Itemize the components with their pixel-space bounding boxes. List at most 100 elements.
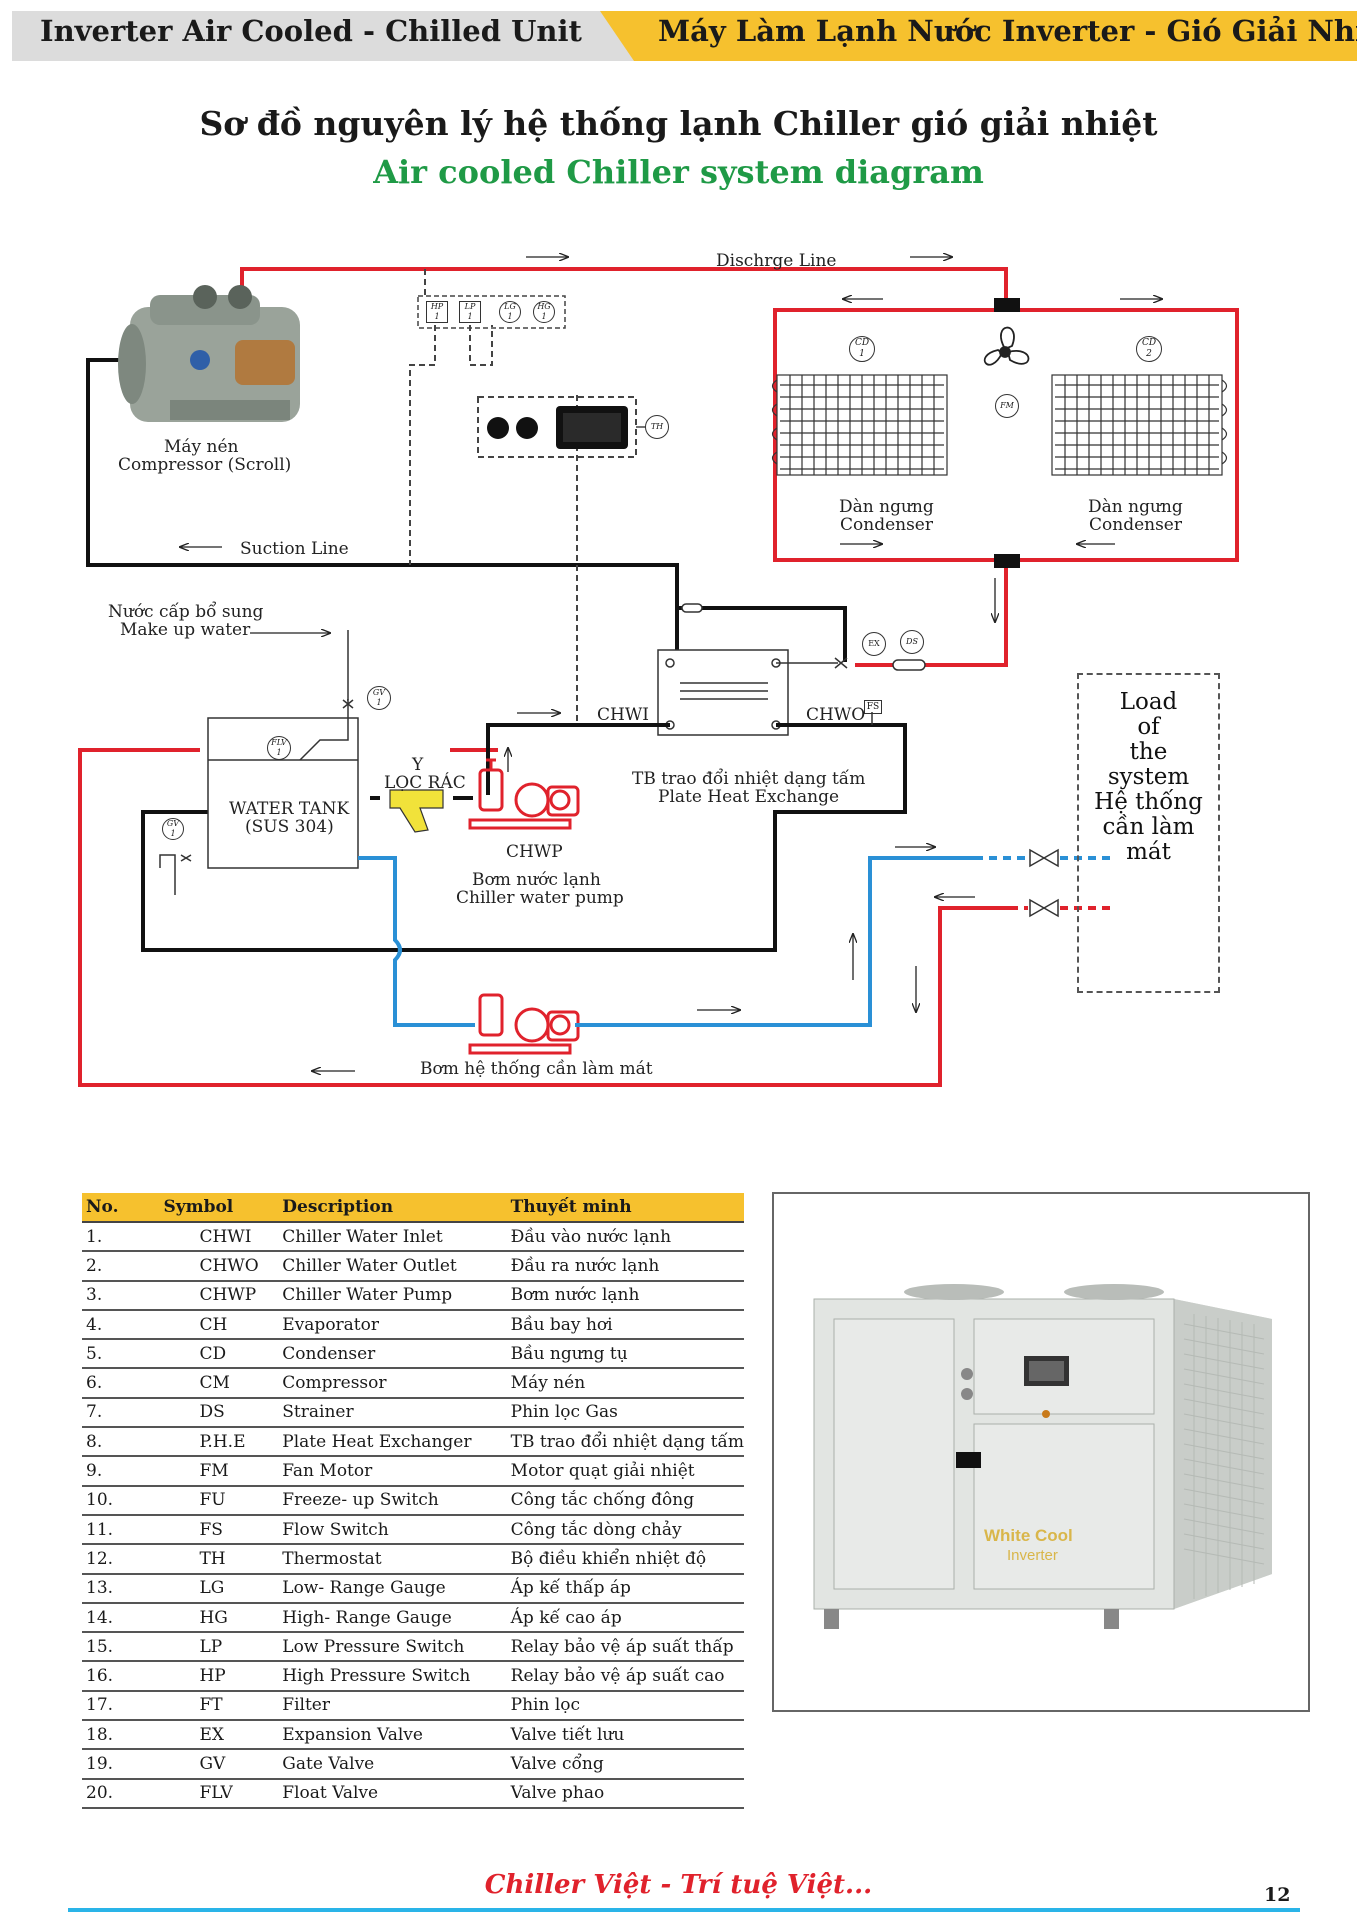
- legend-thuyet-minh: Bộ điều khiển nhiệt độ: [506, 1544, 744, 1575]
- condenser-coil-1: [771, 374, 948, 476]
- legend-no: 8.: [82, 1427, 160, 1458]
- legend-thuyet-minh: Phin lọc: [506, 1690, 744, 1722]
- legend-description: Low Pressure Switch: [278, 1632, 507, 1663]
- chwp-label-en: Chiller water pump: [456, 888, 624, 908]
- legend-description: Evaporator: [278, 1309, 507, 1341]
- expansion-valve-graphic: [681, 603, 926, 671]
- legend-symbol: CHWP: [159, 1280, 279, 1311]
- legend-thuyet-minh: Valve cổng: [506, 1749, 744, 1780]
- gauge-connections: [409, 269, 578, 725]
- header-right-title: Máy Làm Lạnh Nước Inverter - Gió Giải Nh…: [658, 14, 1357, 48]
- load-system-label: Load of the system Hệ thống cần làm mát: [1094, 689, 1203, 865]
- product-photo-frame: White Cool Inverter: [772, 1192, 1310, 1712]
- legend-no: 3.: [82, 1280, 160, 1311]
- legend-description: Thermostat: [278, 1544, 507, 1575]
- legend-description: Filter: [278, 1690, 507, 1722]
- page-title-vn: Sơ đồ nguyên lý hệ thống lạnh Chiller gi…: [199, 104, 1158, 143]
- gate-valve-supply: [1029, 848, 1059, 868]
- gauge-group-box: [417, 295, 566, 329]
- col-thuyet-minh: Thuyết minh: [506, 1193, 744, 1223]
- legend-symbol: FT: [159, 1690, 279, 1722]
- condenser-2-label-en: Condenser: [1089, 515, 1182, 535]
- legend-no: 7.: [82, 1397, 160, 1429]
- strainer-label: LỌC RÁC: [384, 773, 466, 793]
- legend-no: 20.: [82, 1778, 160, 1809]
- legend-symbol: TH: [159, 1544, 279, 1575]
- legend-no: 14.: [82, 1602, 160, 1634]
- legend-no: 2.: [82, 1251, 160, 1282]
- suction-line-label: Suction Line: [240, 539, 349, 559]
- legend-table: No. Symbol Description Thuyết minh 1. CHW…: [82, 1193, 744, 1809]
- page-number: 12: [1264, 1884, 1291, 1906]
- thermostat-panel: [477, 396, 637, 458]
- legend-no: 10.: [82, 1485, 160, 1516]
- condenser-coil-2: [1051, 374, 1228, 476]
- gate-valve-return: [1029, 898, 1059, 918]
- legend-description: Condenser: [278, 1339, 507, 1370]
- legend-description: Low- Range Gauge: [278, 1573, 507, 1604]
- legend-description: Chiller Water Pump: [278, 1280, 507, 1311]
- legend-no: 9.: [82, 1456, 160, 1487]
- legend-no: 15.: [82, 1632, 160, 1663]
- legend-description: Plate Heat Exchanger: [278, 1427, 507, 1458]
- legend-no: 1.: [82, 1222, 160, 1253]
- legend-thuyet-minh: Công tắc dòng chảy: [506, 1514, 744, 1546]
- chwp-label: CHWP: [506, 842, 563, 862]
- fan-icon: [983, 326, 1030, 366]
- condenser-1-label-vn: Dàn ngưng: [839, 497, 934, 517]
- discharge-line-label: Dischrge Line: [716, 251, 837, 271]
- legend-symbol: GV: [159, 1749, 279, 1780]
- makeup-water-label-vn: Nước cấp bổ sung: [108, 602, 264, 622]
- legend-no: 5.: [82, 1339, 160, 1370]
- legend-thuyet-minh: Áp kế thấp áp: [506, 1573, 744, 1604]
- legend-symbol: FLV: [159, 1778, 279, 1809]
- strainer-y-label: Y: [412, 755, 424, 775]
- legend-symbol: CD: [159, 1339, 279, 1370]
- legend-description: Expansion Valve: [278, 1720, 507, 1751]
- water-tank-graphic: [207, 699, 359, 869]
- legend-no: 11.: [82, 1514, 160, 1546]
- header-left-title: Inverter Air Cooled - Chilled Unit: [40, 14, 582, 48]
- legend-thuyet-minh: Valve phao: [506, 1778, 744, 1809]
- col-description: Description: [278, 1193, 507, 1223]
- water-tank-label: WATER TANK: [229, 799, 350, 819]
- legend-symbol: FM: [159, 1456, 279, 1487]
- chwi-label: CHWI: [597, 705, 650, 725]
- legend-thuyet-minh: Công tắc chống đông: [506, 1485, 744, 1516]
- legend-no: 19.: [82, 1749, 160, 1780]
- legend-thuyet-minh: Bầu bay hơi: [506, 1309, 744, 1341]
- legend-thuyet-minh: Bơm nước lạnh: [506, 1280, 744, 1311]
- legend-thuyet-minh: Relay bảo vệ áp suất thấp: [506, 1632, 744, 1663]
- legend-thuyet-minh: Đầu ra nước lạnh: [506, 1251, 744, 1282]
- legend-description: Gate Valve: [278, 1749, 507, 1780]
- chilled-water-loop: [141, 723, 907, 952]
- chiller-unit-illustration: [813, 1284, 1272, 1629]
- page-title-en: Air cooled Chiller system diagram: [373, 153, 984, 191]
- legend-symbol: CM: [159, 1368, 279, 1399]
- legend-description: Float Valve: [278, 1778, 507, 1809]
- indicator-light-2: [516, 417, 538, 439]
- legend-symbol: P.H.E: [159, 1427, 279, 1458]
- legend-thuyet-minh: TB trao đổi nhiệt dạng tấm: [506, 1427, 744, 1458]
- chwo-label: CHWO: [806, 705, 866, 725]
- legend-header-row: No. Symbol Description Thuyết minh: [82, 1193, 744, 1223]
- legend-thuyet-minh: Valve tiết lưu: [506, 1720, 744, 1751]
- legend-description: Flow Switch: [278, 1514, 507, 1546]
- drier-strainer-tag: DS: [900, 630, 924, 654]
- compressor-illustration: [118, 285, 300, 422]
- fan-motor-tag: FM: [995, 394, 1019, 418]
- legend-thuyet-minh: Áp kế cao áp: [506, 1602, 744, 1634]
- legend-thuyet-minh: Bầu ngưng tụ: [506, 1339, 744, 1370]
